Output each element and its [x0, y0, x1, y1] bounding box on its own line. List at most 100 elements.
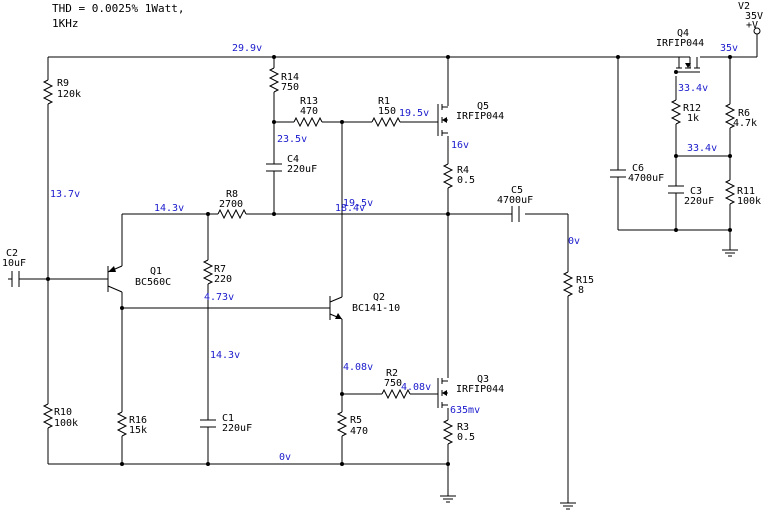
r7-value: 220 [214, 274, 232, 285]
r2-value: 750 [384, 378, 402, 389]
c5-name: C5 [511, 185, 523, 196]
component-labels: V2 35V +V R9 120k R14 750 R13 470 R1 150… [2, 1, 763, 443]
r11-name: R11 [737, 186, 755, 197]
voltage-q1-emitter: 14.3v [154, 203, 184, 214]
r11-value: 100k [737, 196, 761, 207]
c5-symbol [511, 206, 520, 222]
v2-name: V2 [738, 1, 750, 12]
voltage-q4-source: 35v [720, 43, 738, 54]
q5-name: Q5 [477, 101, 489, 112]
c3-name: C3 [690, 186, 702, 197]
v2-sign: +V [746, 20, 758, 31]
r1-name: R1 [378, 96, 390, 107]
r13-symbol [293, 116, 323, 128]
q3-value: IRFIP044 [456, 384, 504, 395]
r4-symbol [442, 163, 454, 189]
header-freq: 1KHz [52, 17, 79, 30]
r5-symbol [336, 411, 348, 437]
voltage-q3-gate: 4.08v [401, 382, 431, 393]
q1-name: Q1 [150, 266, 162, 277]
r3-symbol [442, 419, 454, 445]
voltage-labels: 29.9v 35v 23.5v 19.5v 16v 33.4v 33.4v 13… [50, 43, 738, 463]
q2-name: Q2 [373, 292, 385, 303]
r10-name: R10 [54, 407, 72, 418]
r13-name: R13 [300, 96, 318, 107]
q2-transistor [329, 296, 343, 320]
voltage-r13-node: 23.5v [277, 134, 307, 145]
r15-value: 8 [578, 285, 584, 296]
r16-value: 15k [129, 425, 147, 436]
supply-terminal [753, 27, 761, 35]
r16-symbol [116, 411, 128, 437]
r9-name: R9 [57, 78, 69, 89]
r12-value: 1k [687, 113, 699, 124]
q4-value: IRFIP044 [656, 38, 704, 49]
r3-value: 0.5 [457, 432, 475, 443]
r5-name: R5 [350, 415, 362, 426]
r14-value: 750 [281, 82, 299, 93]
r8-symbol [217, 208, 247, 220]
q3-mosfet [437, 378, 448, 408]
r1-value: 150 [378, 106, 396, 117]
ground-icon [721, 249, 739, 257]
c1-symbol [200, 419, 216, 428]
r2-symbol [381, 388, 411, 400]
c5-value: 4700uF [497, 195, 533, 206]
q4-name: Q4 [677, 28, 689, 39]
v2-voltage: 35V [745, 11, 763, 22]
voltage-q2-emitter: 4.08v [343, 362, 373, 373]
q2-value: BC141-10 [352, 303, 400, 314]
c2-value: 10uF [2, 258, 26, 269]
voltage-r9-node: 13.7v [50, 189, 80, 200]
c2-symbol [11, 271, 20, 287]
ground-icon [559, 502, 577, 510]
voltage-q5-gate: 19.5v [399, 108, 429, 119]
wires [8, 34, 758, 503]
r6-name: R6 [738, 108, 750, 119]
voltage-ground: 0v [279, 452, 291, 463]
c6-value: 4700uF [628, 173, 664, 184]
q3-name: Q3 [477, 374, 489, 385]
voltage-r6-node: 33.4v [687, 143, 717, 154]
r10-symbol [42, 403, 54, 429]
r14-name: R14 [281, 72, 299, 83]
r1-symbol [371, 116, 401, 128]
r3-name: R3 [457, 422, 469, 433]
q5-value: IRFIP044 [456, 111, 504, 122]
voltage-top-rail: 29.9v [232, 43, 262, 54]
r7-name: R7 [214, 264, 226, 275]
r6-symbol [724, 103, 736, 129]
r9-symbol [42, 79, 54, 105]
voltage-load: 0v [568, 236, 580, 247]
voltage-r7-node: 14.3v [210, 350, 240, 361]
voltage-q5-source: 16v [451, 140, 469, 151]
c3-symbol [668, 185, 684, 194]
r5-value: 470 [350, 426, 368, 437]
r15-symbol [562, 271, 574, 297]
junctions [46, 55, 732, 466]
c6-symbol [610, 169, 626, 178]
c3-value: 220uF [684, 196, 714, 207]
r12-name: R12 [683, 103, 701, 114]
r9-value: 120k [57, 89, 81, 100]
c1-value: 220uF [222, 423, 252, 434]
ground-icon [439, 495, 457, 503]
c1-name: C1 [222, 413, 234, 424]
c4-name: C4 [287, 154, 299, 165]
r8-name: R8 [226, 189, 238, 200]
r13-value: 470 [300, 106, 318, 117]
voltage-output: 18.4v [335, 203, 365, 214]
r11-symbol [724, 179, 736, 205]
c4-symbol [266, 163, 282, 172]
voltage-q3-source: 635mv [450, 405, 480, 416]
capacitors [11, 163, 684, 428]
r8-value: 2700 [219, 199, 243, 210]
voltage-q4-gate: 33.4v [678, 83, 708, 94]
r16-name: R16 [129, 415, 147, 426]
c2-name: C2 [6, 248, 18, 259]
voltage-q2-base: 4.73v [204, 292, 234, 303]
r4-value: 0.5 [457, 175, 475, 186]
r14-symbol [268, 67, 280, 93]
q5-mosfet [437, 104, 448, 136]
